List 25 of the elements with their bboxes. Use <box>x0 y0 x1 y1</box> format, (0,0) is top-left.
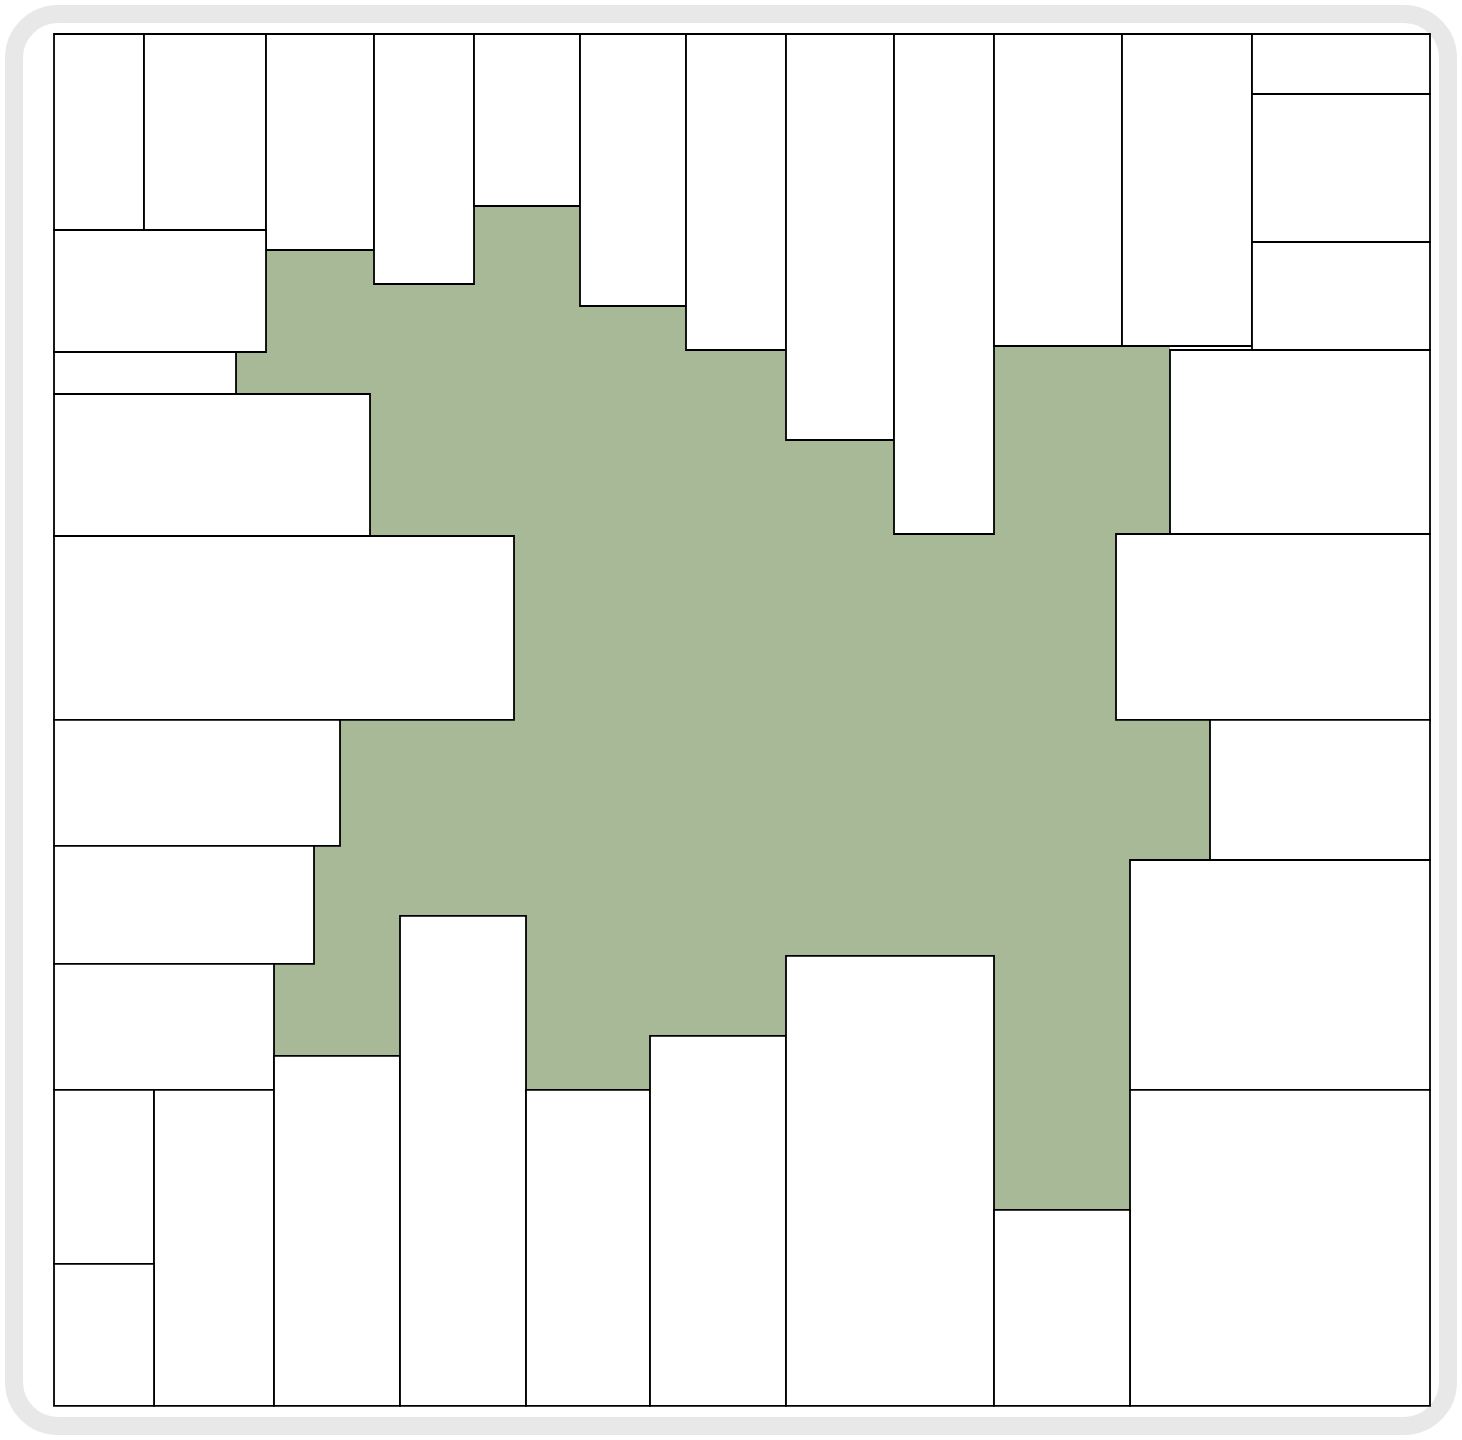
tile <box>143 33 267 231</box>
tile <box>53 845 315 965</box>
tile <box>373 33 475 285</box>
tile <box>399 915 527 1407</box>
tile <box>53 1263 155 1407</box>
tile <box>1209 719 1431 861</box>
tile <box>785 33 895 441</box>
tile <box>53 351 237 395</box>
tile <box>53 963 275 1091</box>
tile <box>273 1055 401 1407</box>
tile <box>53 719 341 847</box>
tile <box>649 1035 787 1407</box>
tile <box>53 1089 155 1265</box>
tile <box>265 33 375 251</box>
tile <box>473 33 581 207</box>
tile <box>685 33 787 351</box>
tile <box>1251 33 1431 95</box>
tile <box>893 33 995 535</box>
tile <box>993 1209 1131 1407</box>
tile <box>993 33 1123 347</box>
tile <box>1115 533 1431 721</box>
tile <box>525 1089 651 1407</box>
tile <box>1251 241 1431 351</box>
tile <box>579 33 687 307</box>
tile <box>53 33 145 231</box>
